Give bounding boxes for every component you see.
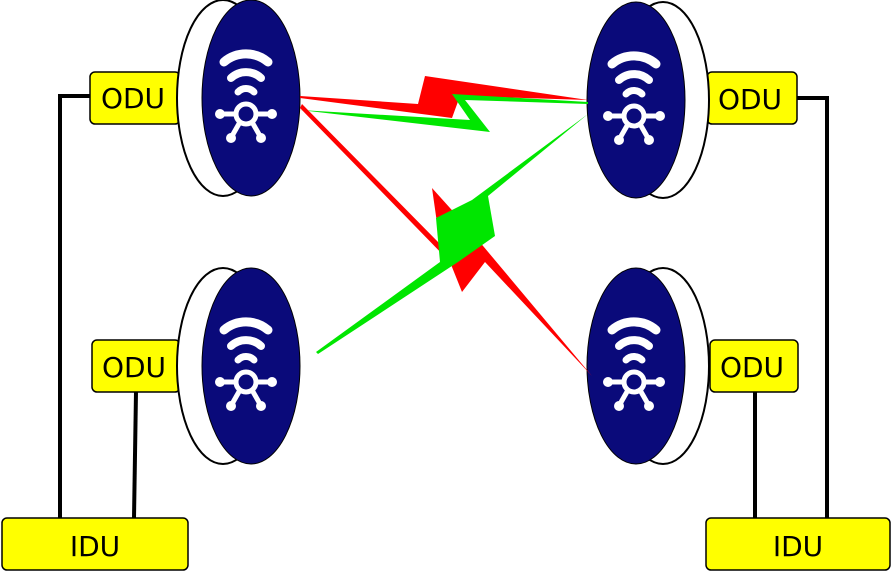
- wire-idu-left-to-odu-bottom-left: [132, 391, 138, 519]
- idu-left-label: IDU: [70, 530, 120, 563]
- idu-left: IDU: [1, 517, 189, 571]
- idu-right: IDU: [705, 517, 891, 571]
- link-green-top: [300, 94, 588, 132]
- odu-top-right-label: ODU: [718, 83, 782, 116]
- antenna-top-left: [176, 0, 301, 197]
- link-green-diagonal: [316, 114, 588, 354]
- idu-right-label: IDU: [773, 530, 823, 563]
- wire-idu-left-to-odu-top-left: [58, 94, 90, 518]
- odu-top-right: ODU: [706, 71, 798, 125]
- odu-bottom-right-label: ODU: [720, 351, 784, 384]
- wire-idu-right-to-odu-top-right: [797, 96, 829, 518]
- antenna-top-right: [586, 1, 710, 199]
- odu-top-left-label: ODU: [101, 82, 165, 115]
- odu-bottom-left-label: ODU: [102, 351, 166, 384]
- antenna-bottom-left: [176, 267, 301, 465]
- antenna-bottom-right: [586, 267, 710, 465]
- odu-top-left: ODU: [89, 71, 181, 125]
- radio-links: [300, 76, 592, 376]
- odu-bottom-left: ODU: [91, 339, 181, 393]
- link-red-top: [300, 76, 588, 118]
- wiring: [58, 94, 829, 519]
- odu-bottom-right: ODU: [709, 339, 799, 393]
